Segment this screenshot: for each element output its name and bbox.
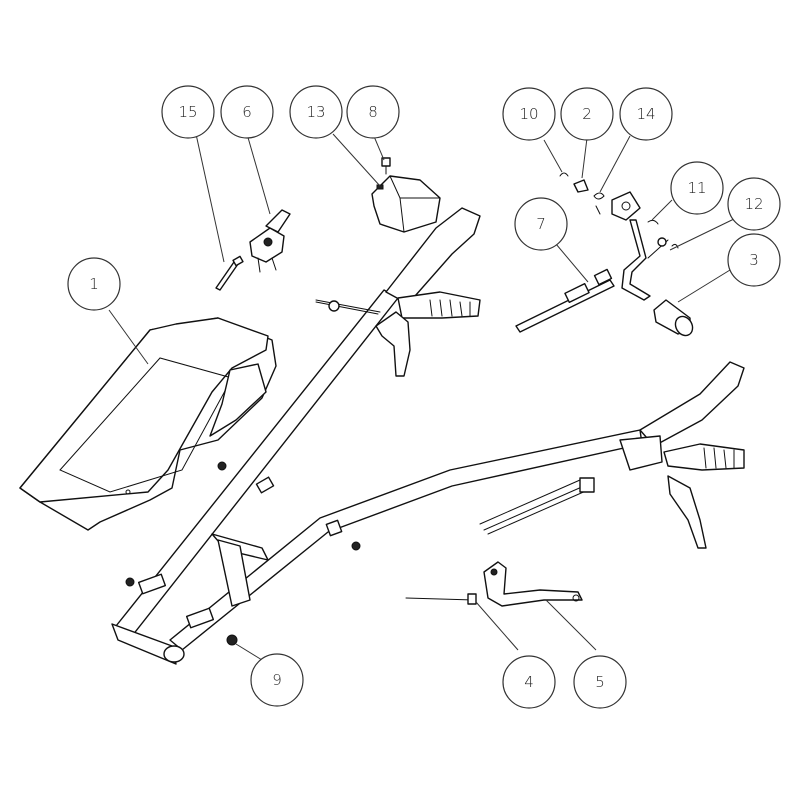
part-13-cover-block — [371, 175, 441, 233]
callout-label: 12 — [744, 195, 763, 213]
leader-2 — [581, 137, 588, 179]
leader-6 — [246, 133, 271, 215]
callout-1: 1 — [67, 257, 121, 311]
part-8-bolt — [381, 157, 391, 175]
callout-label: 8 — [368, 103, 378, 121]
part-12-lever-arm — [621, 219, 669, 301]
part-6-throttle-lever — [249, 209, 291, 273]
leader-11 — [651, 199, 673, 221]
part-11-clip — [611, 191, 679, 249]
leader-5 — [545, 599, 597, 651]
part-7-cable — [515, 268, 615, 333]
part-5-brake-lever — [483, 561, 583, 607]
callout-label: 10 — [519, 105, 538, 123]
leader-12 — [669, 217, 737, 251]
callout-label: 13 — [306, 103, 325, 121]
callout-12: 12 — [727, 177, 781, 231]
callout-label: 1 — [89, 275, 99, 293]
part-3-knob — [653, 299, 694, 337]
leader-7 — [555, 243, 589, 283]
callout-label: 14 — [636, 105, 655, 123]
callout-4: 4 — [502, 655, 556, 709]
callout-9: 9 — [250, 653, 304, 707]
right-handlebar-assembly — [169, 361, 745, 651]
part-1-cover — [19, 317, 277, 531]
leader-10 — [543, 139, 563, 173]
leader-4 — [475, 601, 519, 651]
callout-label: 6 — [242, 103, 252, 121]
callout-10: 10 — [502, 87, 556, 141]
leader-15 — [195, 133, 225, 263]
leader-9 — [235, 643, 263, 661]
callout-2: 2 — [560, 87, 614, 141]
callout-label: 11 — [687, 179, 706, 197]
leader-1 — [108, 309, 149, 365]
callout-13: 13 — [289, 85, 343, 139]
leader-13 — [332, 133, 381, 187]
callout-label: 4 — [524, 673, 534, 691]
callout-14: 14 — [619, 87, 673, 141]
part-4-cable — [405, 593, 477, 605]
callout-3: 3 — [727, 233, 781, 287]
base-crossbar — [111, 533, 269, 665]
callout-5: 5 — [573, 655, 627, 709]
callout-label: 15 — [178, 103, 197, 121]
callout-label: 2 — [582, 105, 592, 123]
callout-label: 3 — [749, 251, 759, 269]
part-10-clip — [559, 172, 569, 177]
leader-14 — [599, 135, 631, 193]
callout-8: 8 — [346, 85, 400, 139]
leader-lines — [108, 133, 737, 661]
part-14-spring — [593, 192, 605, 215]
callout-label: 7 — [536, 215, 546, 233]
part-15-pin — [215, 255, 244, 291]
callout-15: 15 — [161, 85, 215, 139]
callout-label: 5 — [595, 673, 605, 691]
callout-label: 9 — [272, 671, 282, 689]
left-handlebar-assembly — [115, 207, 481, 637]
leader-3 — [677, 269, 731, 303]
callout-7: 7 — [514, 197, 568, 251]
callout-11: 11 — [670, 161, 724, 215]
part-2-plate — [573, 179, 589, 193]
callout-6: 6 — [220, 85, 274, 139]
part-9-nuts — [125, 461, 361, 646]
